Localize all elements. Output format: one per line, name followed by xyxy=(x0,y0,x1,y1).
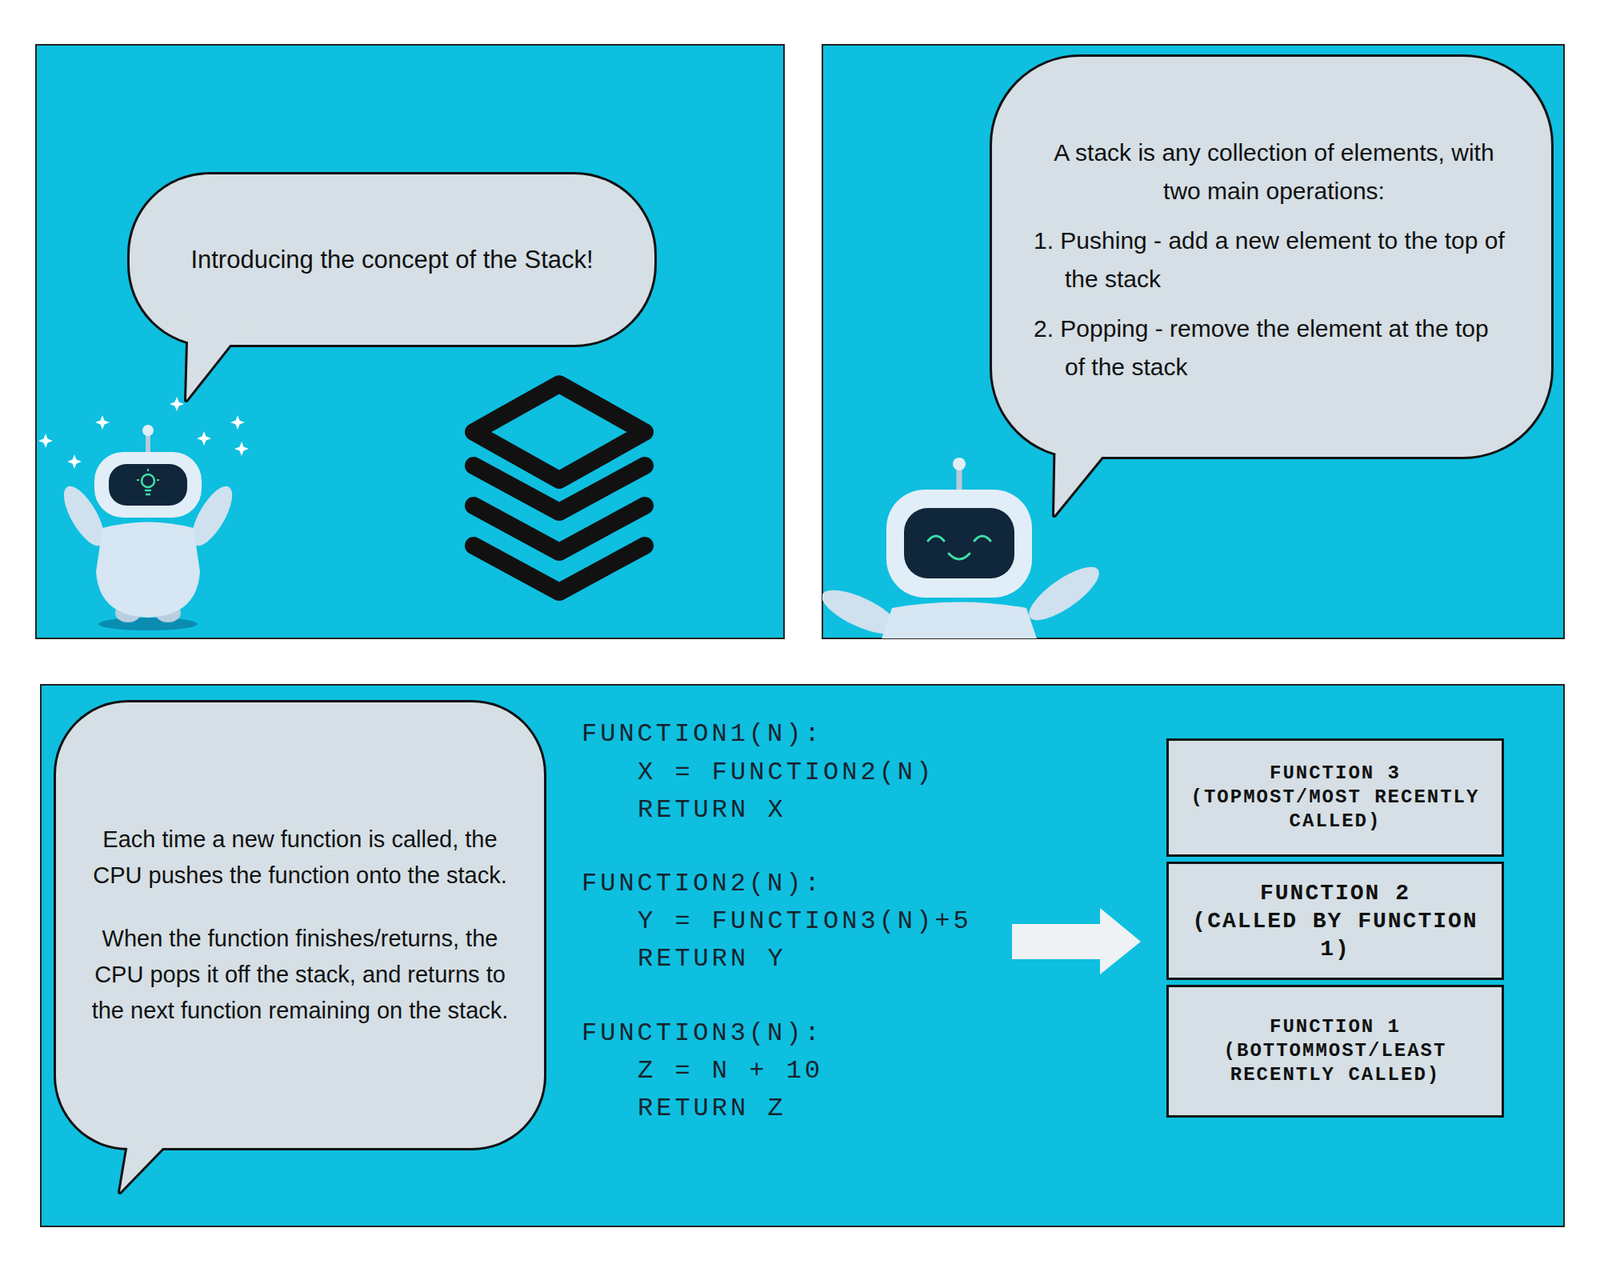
robot-arm xyxy=(1021,557,1107,629)
lightbulb-icon xyxy=(141,474,155,488)
text-group: Introducing the concept of the Stack! xyxy=(177,240,607,280)
robot-visor xyxy=(108,464,188,506)
code-line: FUNCTION3(N): xyxy=(581,1020,824,1047)
stack-frame-box: FUNCTION 3(TOPMOST/MOST RECENTLY CALLED) xyxy=(1166,738,1504,857)
bubble-shape xyxy=(992,56,1552,457)
bubble-shape xyxy=(992,56,1552,457)
frame-title: FUNCTION 3 xyxy=(1183,761,1488,786)
lightbulb-icon xyxy=(145,493,151,496)
speech-bubble: Introducing the concept of the Stack! xyxy=(129,174,655,345)
text-group: A stack is any collection of elements, w… xyxy=(1033,133,1515,387)
star xyxy=(38,433,53,448)
lightbulb-icon xyxy=(147,468,149,472)
star xyxy=(95,415,110,430)
bubble-shape xyxy=(56,702,544,1148)
stack-layer xyxy=(473,545,645,592)
code-line: RETURN X xyxy=(637,797,787,824)
robot-visor xyxy=(904,508,1015,579)
bubble-text: A stack is any collection of elements, w… xyxy=(1033,133,1515,211)
lightbulb-icon xyxy=(156,479,160,481)
frame-note: (CALLED BY FUNCTION 1) xyxy=(1183,907,1488,964)
bubble-shape xyxy=(120,1116,194,1192)
robot-shadow xyxy=(98,617,198,631)
frame-note: (TOPMOST/MOST RECENTLY CALLED) xyxy=(1183,785,1488,834)
bubble-shape xyxy=(186,312,256,400)
code-line: Y = FUNCTION3(N)+5 xyxy=(637,908,972,935)
robot-head xyxy=(94,452,202,518)
stack-frame-box: FUNCTION 2(CALLED BY FUNCTION 1) xyxy=(1166,861,1504,980)
star xyxy=(196,431,212,446)
comic-panel xyxy=(822,44,1564,639)
code-line: X = FUNCTION2(N) xyxy=(637,760,935,786)
star xyxy=(234,441,249,456)
robot-illustration xyxy=(56,424,240,631)
text-group: Each time a new function is called, the … xyxy=(84,821,516,1029)
robot-body xyxy=(878,602,1040,640)
robot-antenna xyxy=(952,457,966,471)
frame-title: FUNCTION 1 xyxy=(1183,1015,1488,1040)
comic-panel xyxy=(40,684,1564,1227)
bubble-shape xyxy=(1054,424,1128,516)
bubble-text: 2. Popping - remove the element at the t… xyxy=(1033,309,1515,387)
block-arrow xyxy=(1012,908,1141,975)
bubble-text: When the function finishes/returns, the … xyxy=(84,920,516,1029)
lightbulb-icon xyxy=(136,479,140,481)
bubble-shape xyxy=(1054,424,1128,516)
stack-layer xyxy=(473,505,645,552)
robot-smile xyxy=(948,553,970,560)
bubble-text: Each time a new function is called, the … xyxy=(84,821,516,894)
text-group: FUNCTION 2(CALLED BY FUNCTION 1) xyxy=(1183,879,1488,964)
code-line: FUNCTION2(N): xyxy=(581,871,824,897)
speech-bubble: Each time a new function is called, the … xyxy=(56,702,544,1148)
star xyxy=(169,396,184,412)
stack-frame-box: FUNCTION 1(BOTTOMMOST/LEAST RECENTLY CAL… xyxy=(1166,984,1504,1118)
bubble-outline xyxy=(56,702,544,1148)
bubble-shape xyxy=(120,1116,194,1192)
stack-layer xyxy=(473,384,645,480)
star xyxy=(67,454,82,469)
frame-title: FUNCTION 2 xyxy=(1183,879,1488,908)
frame-note: (BOTTOMMOST/LEAST RECENTLY CALLED) xyxy=(1183,1039,1488,1088)
speech-bubble: A stack is any collection of elements, w… xyxy=(992,56,1552,457)
robot-eye xyxy=(974,536,991,541)
bubble-outline xyxy=(992,56,1552,457)
comic-panel xyxy=(36,44,784,639)
star xyxy=(230,415,245,430)
code-line: RETURN Z xyxy=(637,1096,787,1122)
robot-antenna xyxy=(142,424,154,436)
stack-layer xyxy=(473,465,645,512)
bubble-text: 1. Pushing - add a new element to the to… xyxy=(1033,221,1515,299)
robot-eye xyxy=(928,536,944,541)
stack-icon xyxy=(473,384,645,592)
code-line: FUNCTION1(N): xyxy=(581,721,824,748)
bubble-shape xyxy=(56,702,544,1148)
text-group: FUNCTION 1(BOTTOMMOST/LEAST RECENTLY CAL… xyxy=(1183,1015,1488,1088)
code-line: Z = N + 10 xyxy=(637,1058,824,1084)
robot-head xyxy=(886,489,1032,598)
bubble-text: Introducing the concept of the Stack! xyxy=(177,240,607,280)
code-line: RETURN Y xyxy=(637,946,787,972)
text-group: FUNCTION 3(TOPMOST/MOST RECENTLY CALLED) xyxy=(1183,761,1488,834)
lightbulb-icon xyxy=(144,489,152,492)
robot-body xyxy=(96,522,200,619)
